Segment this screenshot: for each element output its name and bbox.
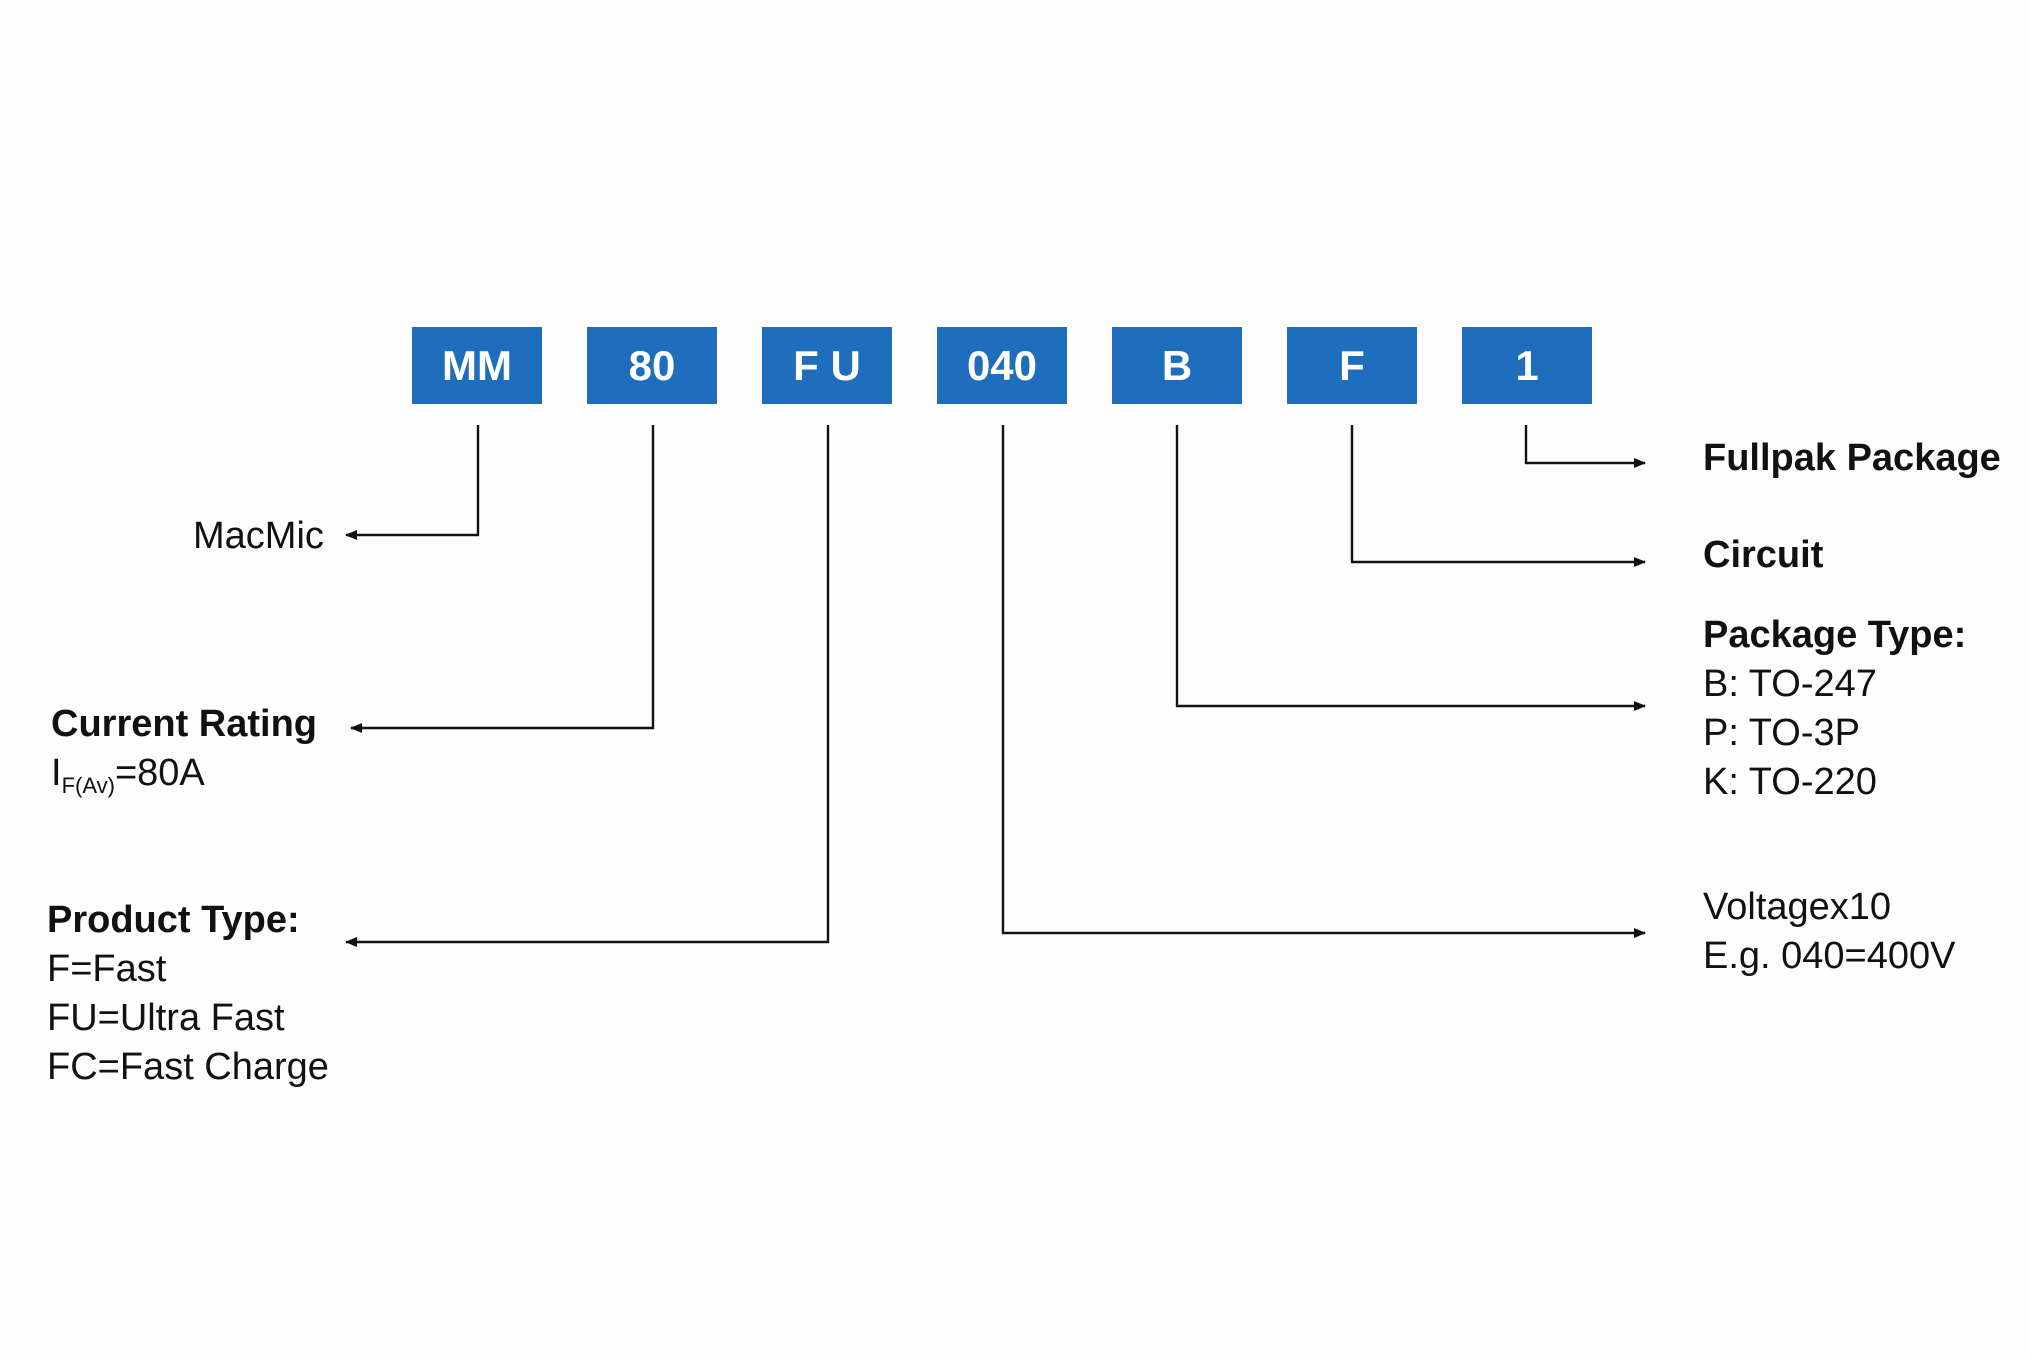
connector-mm-arrow <box>345 425 480 540</box>
current-subscript: F(Av) <box>61 773 115 798</box>
product-type-line: FC=Fast Charge <box>47 1046 329 1088</box>
product-type-line: F=Fast <box>47 948 167 990</box>
label-macmic-text: MacMic <box>193 515 324 557</box>
current-symbol: I <box>51 752 62 794</box>
code-box-fullpak-label: 1 <box>1515 342 1538 389</box>
label-current-rating-formula: IF(Av)=80A <box>51 749 317 802</box>
label-circuit-heading: Circuit <box>1703 534 1824 576</box>
voltage-line: Voltagex10 <box>1703 886 1892 928</box>
label-circuit: Circuit <box>1703 531 1823 580</box>
label-macmic: MacMic <box>193 512 324 561</box>
label-product-type-heading: Product Type: <box>47 899 300 941</box>
code-box-current: 80 <box>587 327 717 404</box>
label-current-rating: Current Rating IF(Av)=80A <box>51 700 317 802</box>
label-current-rating-heading: Current Rating <box>51 703 317 745</box>
label-fullpak: Fullpak Package <box>1703 434 2001 483</box>
label-package-type-heading: Package Type: <box>1703 614 1967 656</box>
code-box-product-label: F U <box>793 342 861 389</box>
package-type-line: K: TO-220 <box>1703 761 1877 803</box>
connector-current-arrow <box>350 425 655 733</box>
code-box-voltage-label: 040 <box>967 342 1037 389</box>
label-fullpak-heading: Fullpak Package <box>1703 437 2001 479</box>
connector-voltage-arrow <box>1001 425 1646 938</box>
label-package-type: Package Type: B: TO-247 P: TO-3P K: TO-2… <box>1703 611 1966 807</box>
code-box-product: F U <box>762 327 892 404</box>
code-box-fullpak: 1 <box>1462 327 1592 404</box>
code-box-package: B <box>1112 327 1242 404</box>
package-type-line: P: TO-3P <box>1703 712 1860 754</box>
connector-product-arrow <box>345 425 830 947</box>
connector-fullpak-arrow <box>1524 425 1646 468</box>
code-box-package-label: B <box>1162 342 1192 389</box>
current-value: =80A <box>114 752 205 794</box>
voltage-line: E.g. 040=400V <box>1703 935 1956 977</box>
label-voltage: Voltagex10 E.g. 040=400V <box>1703 883 1956 981</box>
code-box-circuit-label: F <box>1339 342 1365 389</box>
connector-package-arrow <box>1175 425 1646 711</box>
product-type-line: FU=Ultra Fast <box>47 997 285 1039</box>
code-box-circuit: F <box>1287 327 1417 404</box>
label-product-type: Product Type: F=Fast FU=Ultra Fast FC=Fa… <box>47 896 329 1092</box>
connector-circuit-arrow <box>1350 425 1646 567</box>
code-box-voltage: 040 <box>937 327 1067 404</box>
code-box-mm: MM <box>412 327 542 404</box>
code-box-mm-label: MM <box>442 342 512 389</box>
code-box-current-label: 80 <box>629 342 676 389</box>
package-type-line: B: TO-247 <box>1703 663 1877 705</box>
